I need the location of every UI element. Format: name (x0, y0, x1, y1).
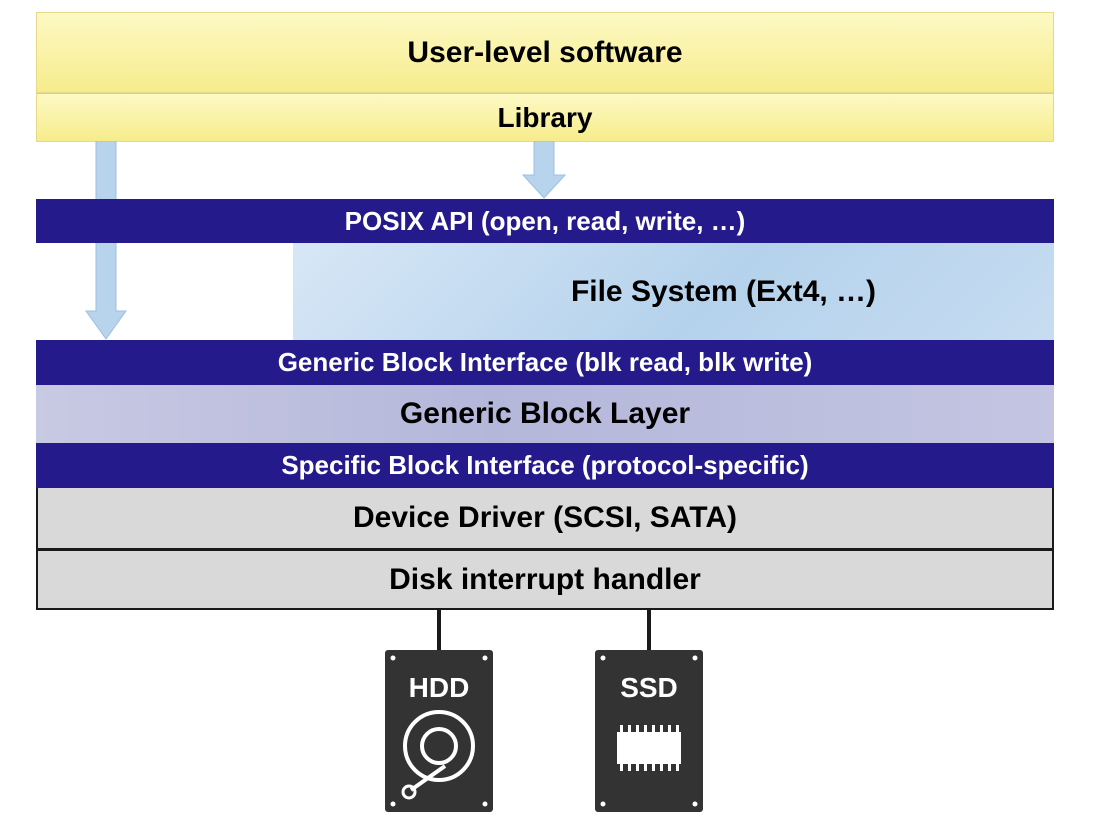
ssd-connector-line (647, 610, 651, 652)
posix-api-label: POSIX API (open, read, write, …) (344, 205, 746, 236)
ssd-device-icon: SSD (595, 650, 703, 812)
generic-block-layer-label: Generic Block Layer (399, 397, 691, 430)
generic-block-interface-label: Generic Block Interface (blk read, blk w… (277, 347, 813, 377)
file-system-layer: File System (Ext4, …) (293, 243, 1054, 340)
hdd-label: HDD (409, 672, 470, 703)
user-level-software-label: User-level software (407, 35, 683, 69)
posix-api-bar: POSIX API (open, read, write, …) (36, 199, 1054, 243)
user-level-software-layer: User-level software (36, 12, 1054, 93)
library-label: Library (497, 101, 593, 133)
hdd-device-icon: HDD (385, 650, 493, 812)
device-driver-label: Device Driver (SCSI, SATA) (352, 501, 737, 534)
generic-block-interface-bar: Generic Block Interface (blk read, blk w… (36, 340, 1054, 385)
ssd-label: SSD (620, 672, 678, 703)
library-layer: Library (36, 93, 1054, 142)
generic-block-layer: Generic Block Layer (36, 385, 1054, 443)
arrow-user-to-block-interface (85, 141, 127, 340)
disk-interrupt-handler-label: Disk interrupt handler (389, 562, 701, 596)
chip-pins-icon (620, 725, 679, 771)
hdd-connector-line (437, 610, 441, 652)
arrow-library-to-posix (521, 141, 567, 199)
specific-block-interface-bar: Specific Block Interface (protocol-speci… (36, 443, 1054, 488)
disk-interrupt-handler-layer: Disk interrupt handler (36, 549, 1054, 610)
device-driver-layer: Device Driver (SCSI, SATA) (36, 488, 1054, 550)
file-system-label: File System (Ext4, …) (570, 274, 877, 308)
specific-block-interface-label: Specific Block Interface (protocol-speci… (281, 450, 809, 480)
